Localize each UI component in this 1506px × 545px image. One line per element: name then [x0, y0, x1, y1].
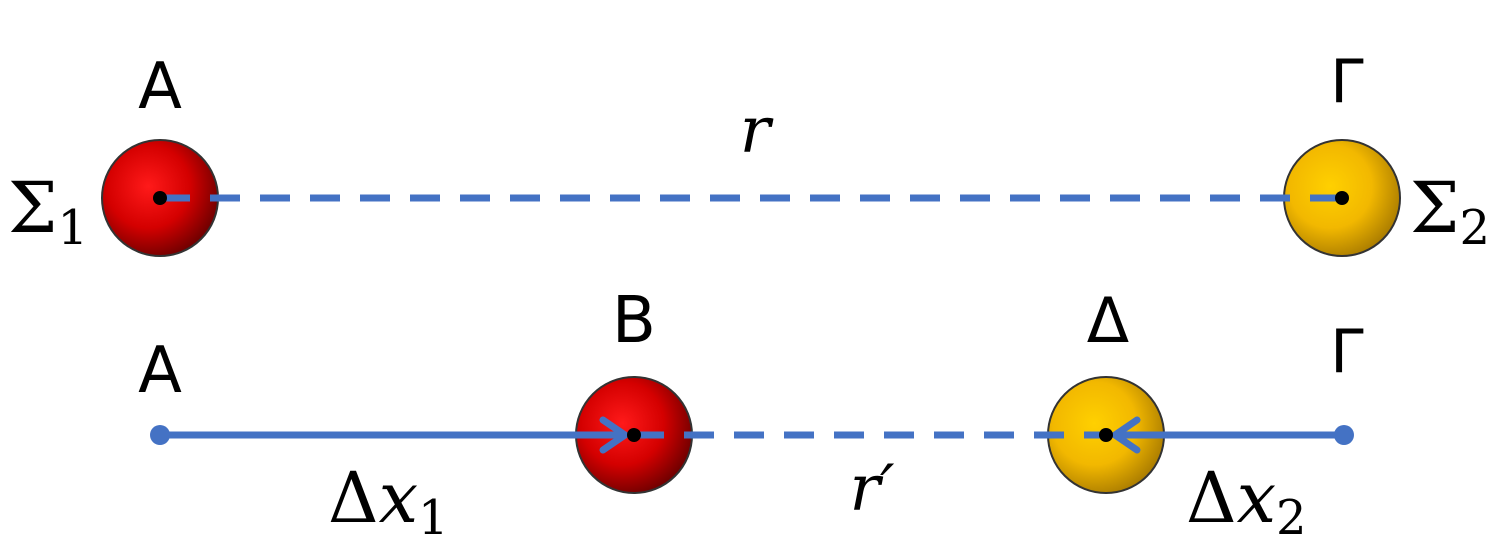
endpoint-A — [150, 425, 170, 445]
dx2-label: Δx2 — [1186, 457, 1307, 545]
top-label-Gamma: Γ — [1330, 47, 1364, 117]
center-dot-sigma1 — [153, 191, 167, 205]
dx1-arrowhead — [599, 416, 629, 454]
sigma1-label: Σ1 — [8, 167, 88, 256]
center-dot-B — [627, 428, 641, 442]
center-dot-Delta — [1099, 428, 1113, 442]
bottom-label-B: B — [612, 284, 656, 358]
dx1-label: Δx1 — [328, 457, 449, 545]
bottom-label-A: A — [138, 334, 182, 408]
bottom-label-Delta: Δ — [1087, 284, 1129, 357]
sigma2-label: Σ2 — [1410, 167, 1490, 256]
center-dot-sigma2 — [1335, 191, 1349, 205]
dx2-arrowhead — [1111, 416, 1141, 454]
top-label-A: A — [138, 50, 182, 124]
endpoint-Gamma — [1334, 425, 1354, 445]
bottom-distance-label: r′ — [849, 452, 895, 526]
top-distance-label: r — [740, 94, 774, 168]
bottom-label-Gamma: Γ — [1330, 317, 1364, 387]
